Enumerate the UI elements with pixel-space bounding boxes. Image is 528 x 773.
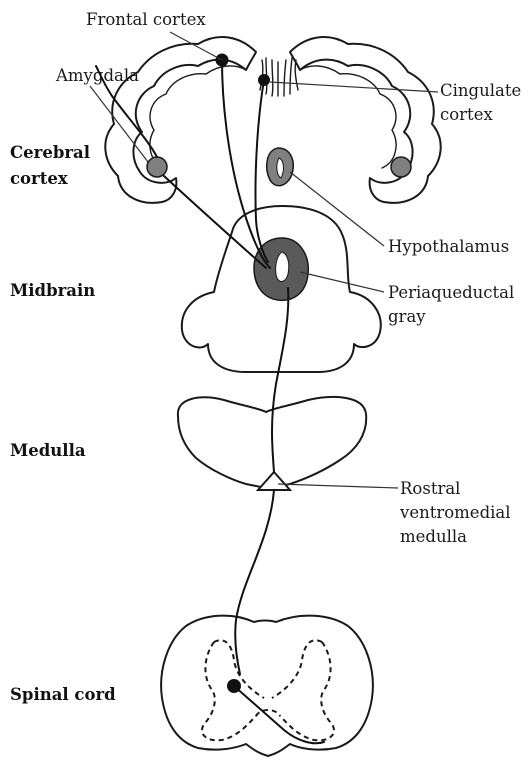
label-cingulate-cortex-line2: cortex [440, 105, 493, 124]
amygdala-nucleus-right [391, 157, 411, 177]
label-amygdala: Amygdala [55, 66, 139, 85]
label-frontal-cortex: Frontal cortex [86, 10, 206, 29]
level-midbrain: Midbrain [10, 281, 95, 300]
spinal-cord-node [227, 679, 241, 693]
rostral-ventromedial-medulla-nucleus [258, 472, 290, 490]
level-cerebral-cortex-line2: cortex [10, 169, 68, 188]
hypothalamus-nucleus [267, 148, 294, 186]
level-cerebral-cortex-line1: Cerebral [10, 143, 90, 162]
spinal-cord-section [161, 616, 373, 756]
label-hypothalamus: Hypothalamus [388, 237, 509, 256]
spinal-gray-matter [202, 640, 334, 740]
label-rostral-line2: ventromedial [399, 503, 511, 522]
amygdala-nucleus-left [147, 157, 167, 177]
label-rostral-line3: medulla [400, 527, 467, 546]
label-periaqueductal-gray-line2: gray [388, 307, 426, 326]
label-periaqueductal-gray-line1: Periaqueductal [388, 283, 514, 302]
cingulate-cortex-node [258, 74, 270, 86]
level-medulla: Medulla [10, 441, 86, 460]
level-spinal-cord: Spinal cord [10, 685, 116, 704]
label-rostral-line1: Rostral [400, 479, 460, 498]
label-cingulate-cortex-line1: Cingulate [440, 81, 521, 100]
